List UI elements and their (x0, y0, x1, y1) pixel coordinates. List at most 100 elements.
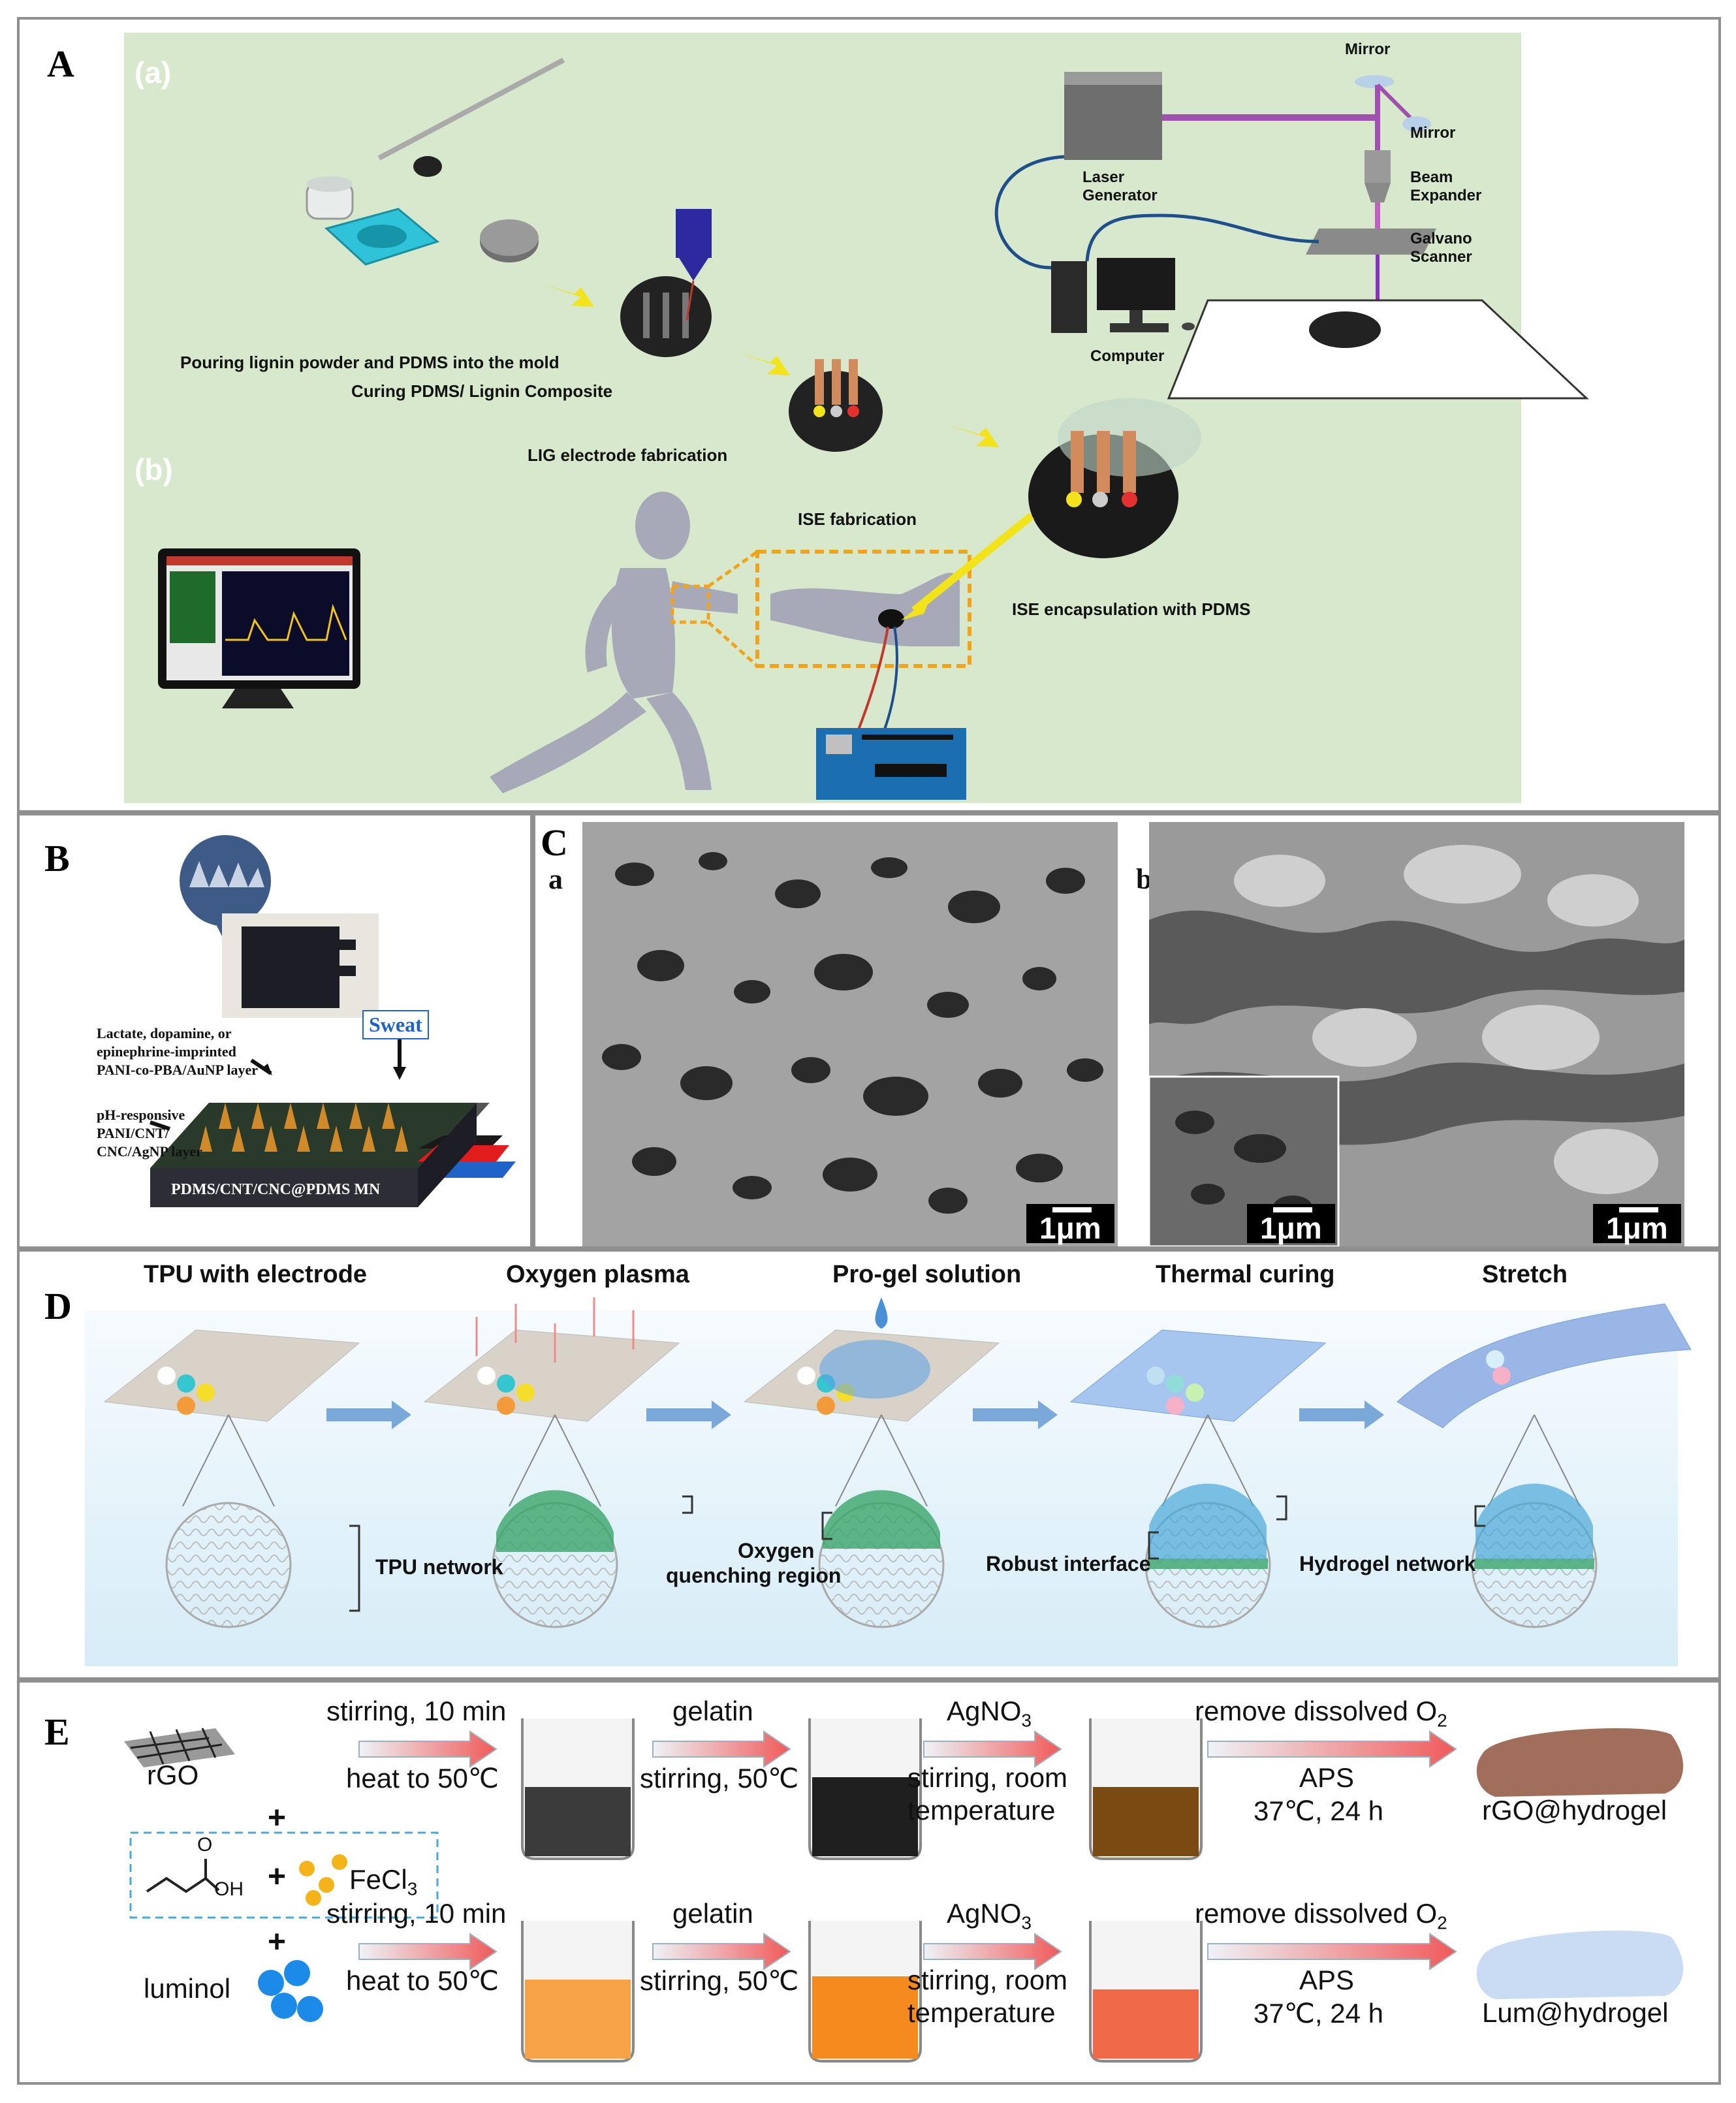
step-tpu-electrode: TPU with electrode (144, 1261, 368, 1288)
note-imprinted: Lactate, dopamine, or epinephrine-imprin… (97, 1025, 259, 1078)
r1-step3-bottom: temperature (907, 1795, 1056, 1826)
ise-text: ISE fabrication (798, 509, 917, 529)
brackets (349, 1495, 1485, 1612)
panel-e-label: E (44, 1711, 70, 1753)
tpu-network-label: TPU network (375, 1555, 503, 1579)
r2-step4-bottom: 37℃, 24 h (1254, 1998, 1383, 2029)
rgo-hydrogel-product (1476, 1728, 1684, 1797)
note-ph: pH-responsive PANI/CNT/ CNC/AgNP layer (97, 1107, 202, 1160)
monitor (158, 548, 360, 708)
acrylic-acid-icon (146, 1859, 220, 1893)
r1-step2-bottom: stirring, 50℃ (640, 1763, 799, 1794)
acrylic-oh-label: OH (214, 1878, 244, 1900)
r1-step1-bottom: heat to 50℃ (346, 1763, 499, 1794)
beakers-row1 (521, 1718, 1203, 1860)
scale-bar-a: 1μm (1039, 1211, 1101, 1245)
zoom-box (671, 513, 1034, 738)
yellow-arrows (542, 284, 999, 447)
panel-d-label: D (44, 1285, 72, 1327)
encap-text: ISE encapsulation with PDMS (1012, 599, 1251, 619)
quenching-label: quenching region (666, 1564, 842, 1587)
fecl3-label: FeCl3 (349, 1864, 418, 1899)
computer-text: Computer (1090, 347, 1165, 365)
r2-step3-mid: stirring, room (907, 1965, 1068, 1995)
row2-arrows (358, 1933, 1457, 1970)
fecl3-icon (299, 1854, 347, 1906)
mirror-right-text: Mirror (1410, 124, 1456, 142)
sweat-label: Sweat (362, 1010, 429, 1039)
galvano-text: Galvano Scanner (1410, 230, 1472, 266)
panel-a: A (a) (b) (17, 17, 1721, 813)
laser-system (1064, 72, 1589, 400)
mirror-top-text: Mirror (1345, 40, 1391, 58)
process-arrows (326, 1400, 1384, 1429)
sem-texture-a (582, 822, 1118, 1246)
zoom-circles (165, 1414, 1598, 1628)
panel-b-label: B (44, 837, 70, 879)
step-stretch: Stretch (1482, 1261, 1568, 1288)
rgo-label: rGO (147, 1760, 199, 1790)
r2-step3-bottom: temperature (907, 1997, 1056, 2028)
r1-product-label: rGO@hydrogel (1482, 1795, 1667, 1826)
computer-unit (994, 155, 1319, 333)
rgo-icon (124, 1728, 235, 1767)
hydrogel-network-label: Hydrogel network (1299, 1552, 1476, 1575)
lig-text: LIG electrode fabrication (528, 445, 728, 465)
plus-2: + (268, 1859, 287, 1894)
r1-step1-top: stirring, 10 min (326, 1696, 507, 1726)
base-label: PDMS/CNT/CNC@PDMS MN (171, 1181, 381, 1198)
encapsulated-puck (1028, 398, 1201, 558)
panel-a-label: A (47, 42, 74, 85)
row1-arrows (358, 1730, 1457, 1768)
r1-step3-mid: stirring, room (907, 1762, 1068, 1793)
droplet-icon (875, 1297, 888, 1329)
panel-a-illustration (158, 57, 1589, 800)
r1-step2-top: gelatin (672, 1696, 753, 1726)
scale-bar-b: 1μm (1606, 1211, 1668, 1245)
curing-text: Curing PDMS/ Lignin Composite (351, 381, 613, 401)
beam-text: Beam Expander (1410, 168, 1482, 204)
lum-hydrogel-product (1476, 1931, 1684, 1999)
step-thermal-curing: Thermal curing (1156, 1261, 1335, 1288)
lig-puck (620, 209, 712, 357)
plus-3: + (268, 1925, 287, 1959)
beakers-row2 (521, 1921, 1203, 2063)
laser-text: Laser Generator (1082, 168, 1158, 204)
sub-b-label: (b) (134, 452, 173, 486)
microneedles (199, 1103, 408, 1152)
r2-step2-bottom: stirring, 50℃ (640, 1965, 799, 1996)
sem-image-b: 1μm 1μm (1149, 822, 1684, 1246)
step-oxygen-plasma: Oxygen plasma (506, 1261, 689, 1288)
r2-step2-top: gelatin (672, 1898, 753, 1929)
luminol-label: luminol (144, 1973, 231, 2004)
plus-1: + (268, 1801, 287, 1835)
plasma-arrows (475, 1297, 635, 1363)
r1-step4-top: remove dissolved O2 (1195, 1696, 1447, 1731)
r1-step3-top: AgNO3 (947, 1696, 1032, 1731)
luminol-icon (258, 1960, 323, 2022)
panel-e: E (17, 1680, 1721, 2085)
r2-step3-top: AgNO3 (947, 1898, 1032, 1933)
electrodes (157, 1340, 1511, 1415)
sem-texture-b (1149, 822, 1684, 1246)
panel-c-label: C (541, 821, 568, 864)
ise-puck (789, 359, 883, 452)
panel-b: B Lactate, dopamine, or epinephrine-im (17, 813, 533, 1249)
step-pro-gel: Pro-gel solution (832, 1261, 1022, 1288)
r1-step4-mid: APS (1299, 1762, 1355, 1793)
sub-a-label: (a) (134, 55, 172, 89)
robust-interface-label: Robust interface (986, 1552, 1151, 1575)
sem-image-a: 1μm (582, 822, 1118, 1246)
r2-product-label: Lum@hydrogel (1482, 1997, 1669, 2028)
panel-d-illustration (103, 1297, 1692, 1628)
runner-figure (490, 492, 738, 793)
pouring-text: Pouring lignin powder and PDMS into the … (180, 353, 560, 372)
acrylic-o-label: O (197, 1834, 213, 1856)
panel-d: D TPU with electrode Oxygen plasma Pro-g… (17, 1249, 1721, 1680)
panel-c-a-label: a (548, 863, 563, 895)
sheets (103, 1303, 1692, 1429)
r2-step4-mid: APS (1299, 1965, 1355, 1995)
panel-e-illustration (124, 1718, 1684, 2063)
panel-b-illustration (150, 835, 516, 1207)
mold-materials (306, 57, 565, 266)
